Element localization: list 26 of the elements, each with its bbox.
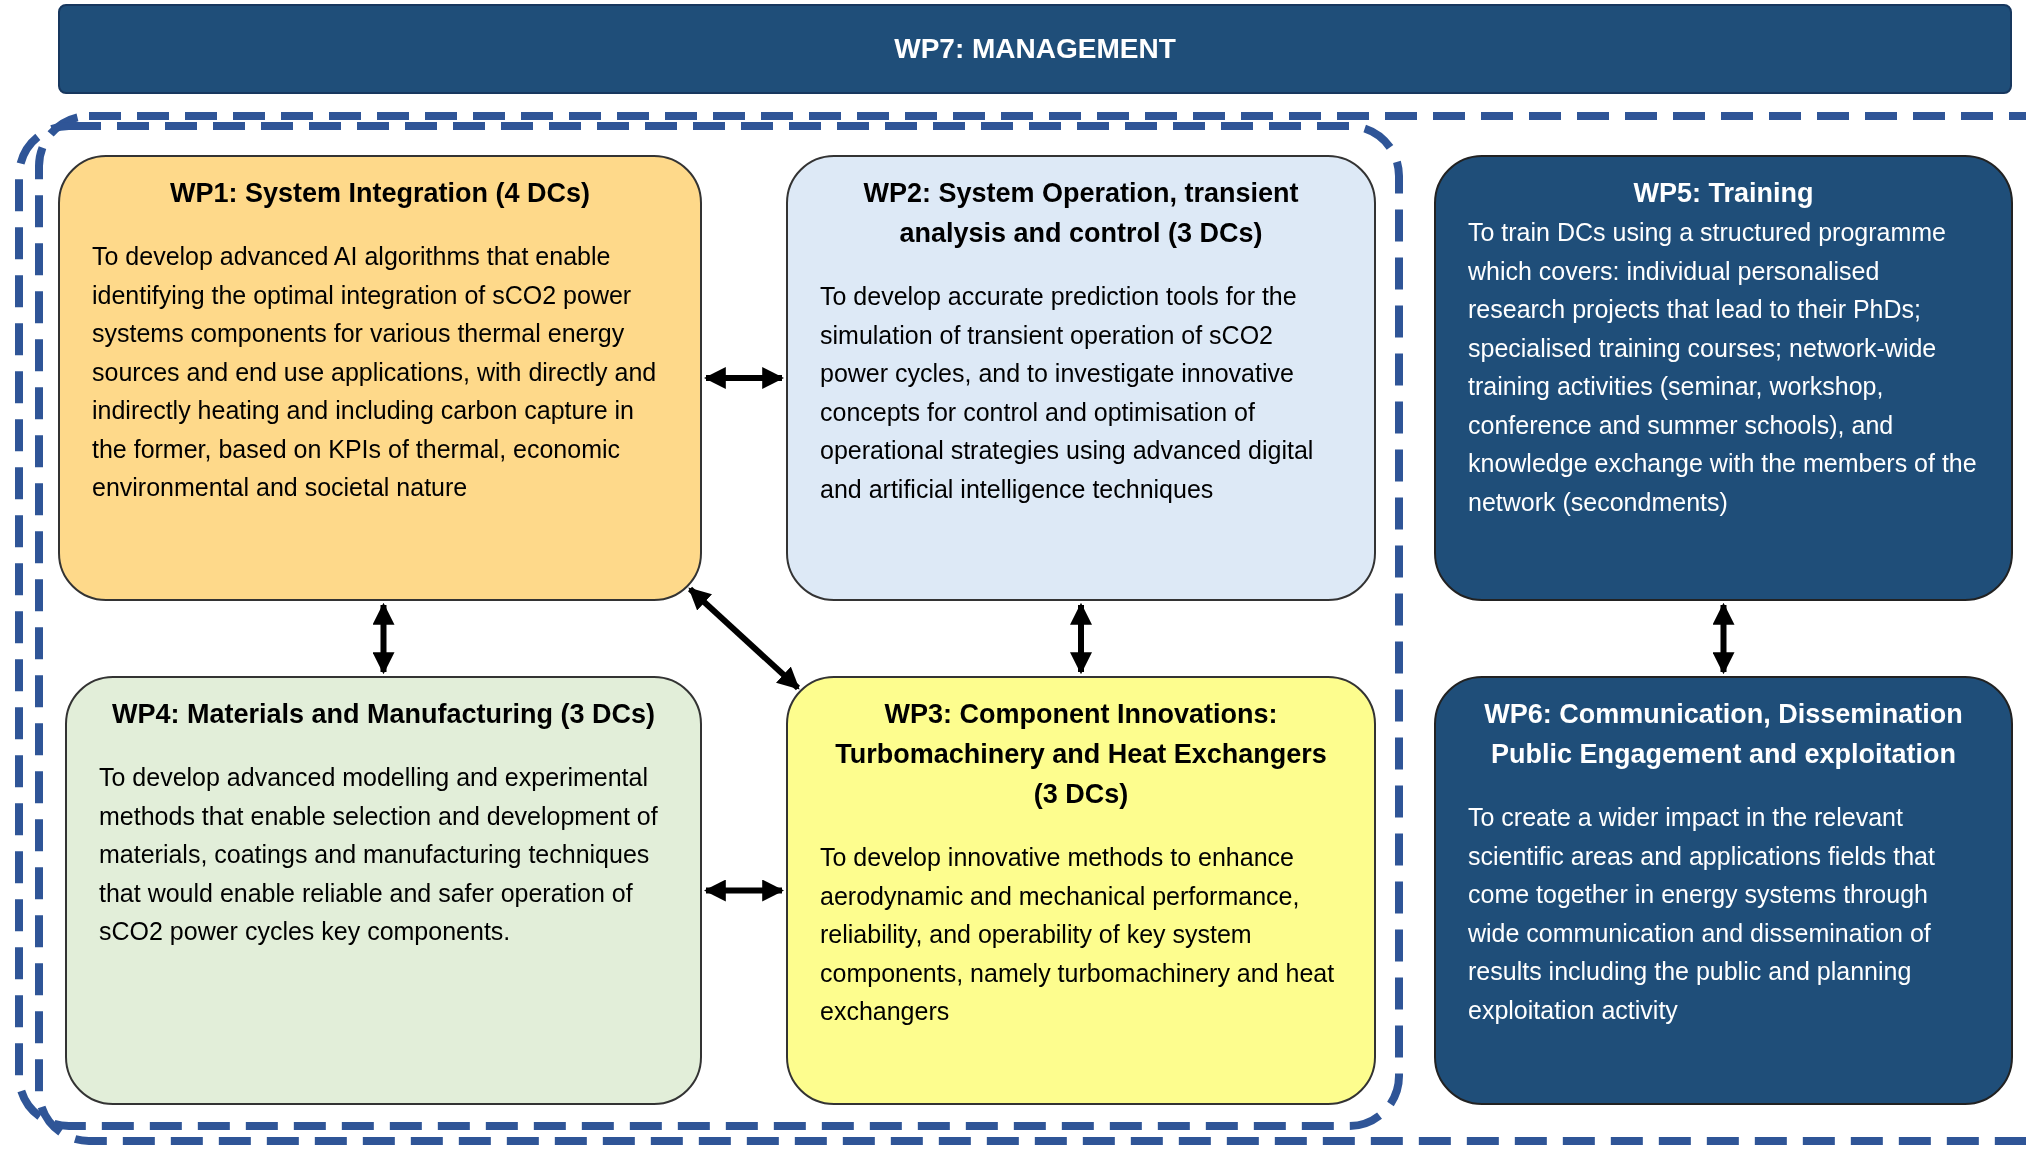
double-arrow [703, 367, 785, 389]
box-description: To develop advanced modelling and experimental methods that enable selection and development of materials, coatings and manufacturing techniques that would enable reliable and safer operation of sCO2 power cycles key components. [99, 762, 659, 947]
box-description: To develop accurate prediction tools for the simulation of transient operation of sCO2 power cycles, and to investigate innovative concepts for control and optimisation of operational strategies using advanced digital and artificial intelligence techniques [820, 281, 1315, 505]
box-heading: WP7: MANAGEMENT [894, 32, 1176, 66]
box-heading: WP1: System Integration (4 DCs) [168, 177, 592, 210]
box-heading: WP5: Training [1632, 177, 1815, 210]
box-description: To create a wider impact in the relevant scientific areas and applications fields that come together in energy systems through wide communication and dissemination of results including the public and planning exploitation activity [1468, 802, 1936, 1026]
box-heading: WP2: System Operation, transient analysis and control (3 DCs) [862, 177, 1300, 250]
work-package-box [786, 155, 1376, 601]
work-package-box [786, 676, 1376, 1105]
box-description: To develop innovative methods to enhance aerodynamic and mechanical performance, reliability, and operability of key system components, namely turbomachinery and heat exchangers [820, 842, 1336, 1027]
double-arrow [372, 602, 395, 675]
work-package-box [58, 155, 702, 601]
box-description: To develop advanced AI algorithms that enable identifying the optimal integration of sCO2 power systems components for various thermal energy sources and end use applications, with directly and indirectly heating and including carbon capture in the former, based on KPIs of thermal, economic environmental and societal nature [92, 241, 658, 503]
double-arrow [687, 586, 801, 691]
box-heading: WP6: Communication, Dissemination Public Engagement and exploitation [1483, 698, 1964, 771]
double-arrow [703, 879, 785, 902]
work-package-box [65, 676, 702, 1105]
box-description: To train DCs using a structured programme which covers: individual personalised research projects that lead to their PhDs; specialised training courses; network-wide training activities (seminar, workshop, conference and summer schools), and knowledge exchange with the members of the network (secondments) [1468, 217, 1978, 518]
header-bar [58, 4, 2012, 94]
work-package-box [1434, 155, 2013, 601]
box-heading: WP4: Materials and Manufacturing (3 DCs) [110, 698, 657, 731]
work-package-box [1434, 676, 2013, 1105]
double-arrow [1070, 602, 1092, 675]
box-heading: WP3: Component Innovations: Turbomachinery and Heat Exchangers (3 DCs) [834, 698, 1328, 811]
double-arrow [1712, 602, 1735, 675]
